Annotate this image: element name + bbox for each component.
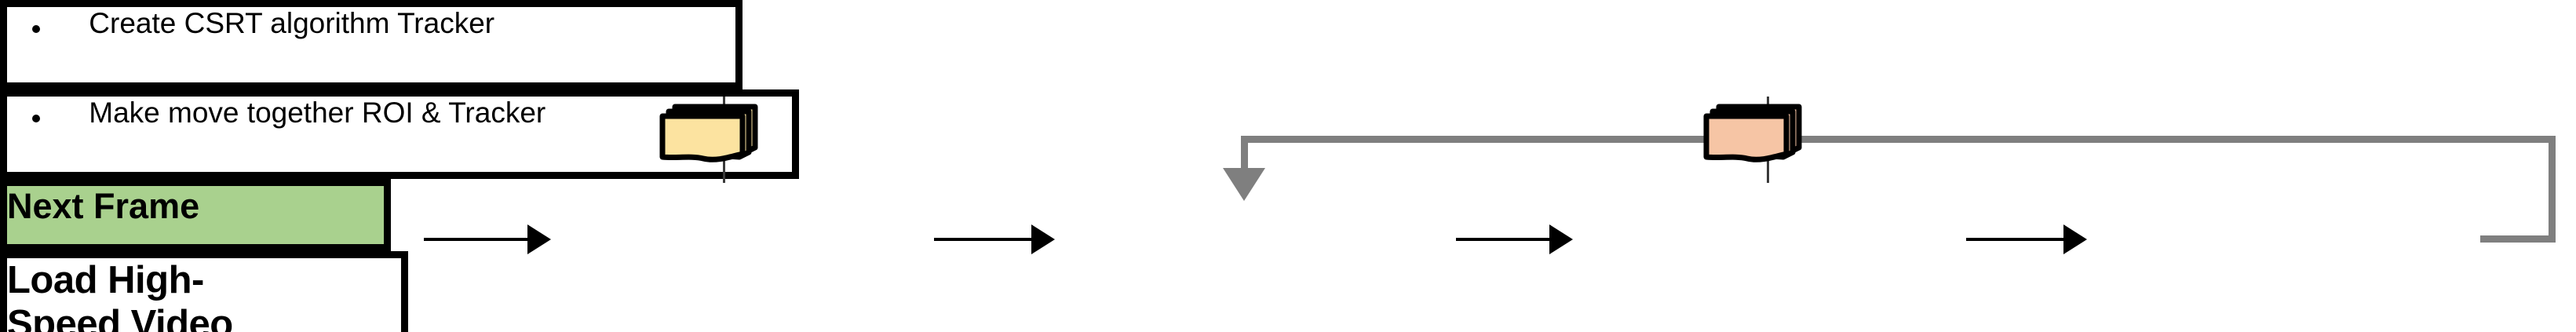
arrow-right-icon-3 [1549,224,1573,254]
callout-create-tracker-note[interactable]: Create CSRT algorithm Tracker [0,0,743,89]
connector-3-4 [1456,238,1552,241]
step-label-line2: Speed Video [7,303,233,332]
feedback-line-bottom-right [2480,235,2556,243]
multi-document-icon-peach [1702,102,1804,166]
arrow-right-icon-4 [2063,224,2087,254]
feedback-line-right-vertical [2549,136,2556,243]
step-load-high-speed-video[interactable]: Load High- Speed Video [0,251,408,332]
feedback-line-top [1241,136,2556,143]
connector-2-3 [934,238,1034,241]
step-label-line1: Load High- [7,259,204,301]
arrow-down-icon-designate-roi [1223,168,1265,201]
callout-text: Create CSRT algorithm Tracker [89,7,495,39]
connector-4-5 [1966,238,2067,241]
multi-document-icon-yellow [658,102,760,166]
connector-1-2 [424,238,531,241]
arrow-right-icon-2 [1031,224,1055,254]
callout-text: Make move together ROI & Tracker [89,97,546,129]
next-frame-box[interactable]: Next Frame [0,179,391,251]
callout-bullet-icon [32,25,40,33]
feedback-line-down-vertical [1241,136,1248,175]
arrow-right-icon-1 [527,224,551,254]
callout-bullet-icon [32,115,40,122]
next-frame-label: Next Frame [7,186,200,226]
callout-initialize-note[interactable]: Make move together ROI & Tracker [0,89,799,179]
